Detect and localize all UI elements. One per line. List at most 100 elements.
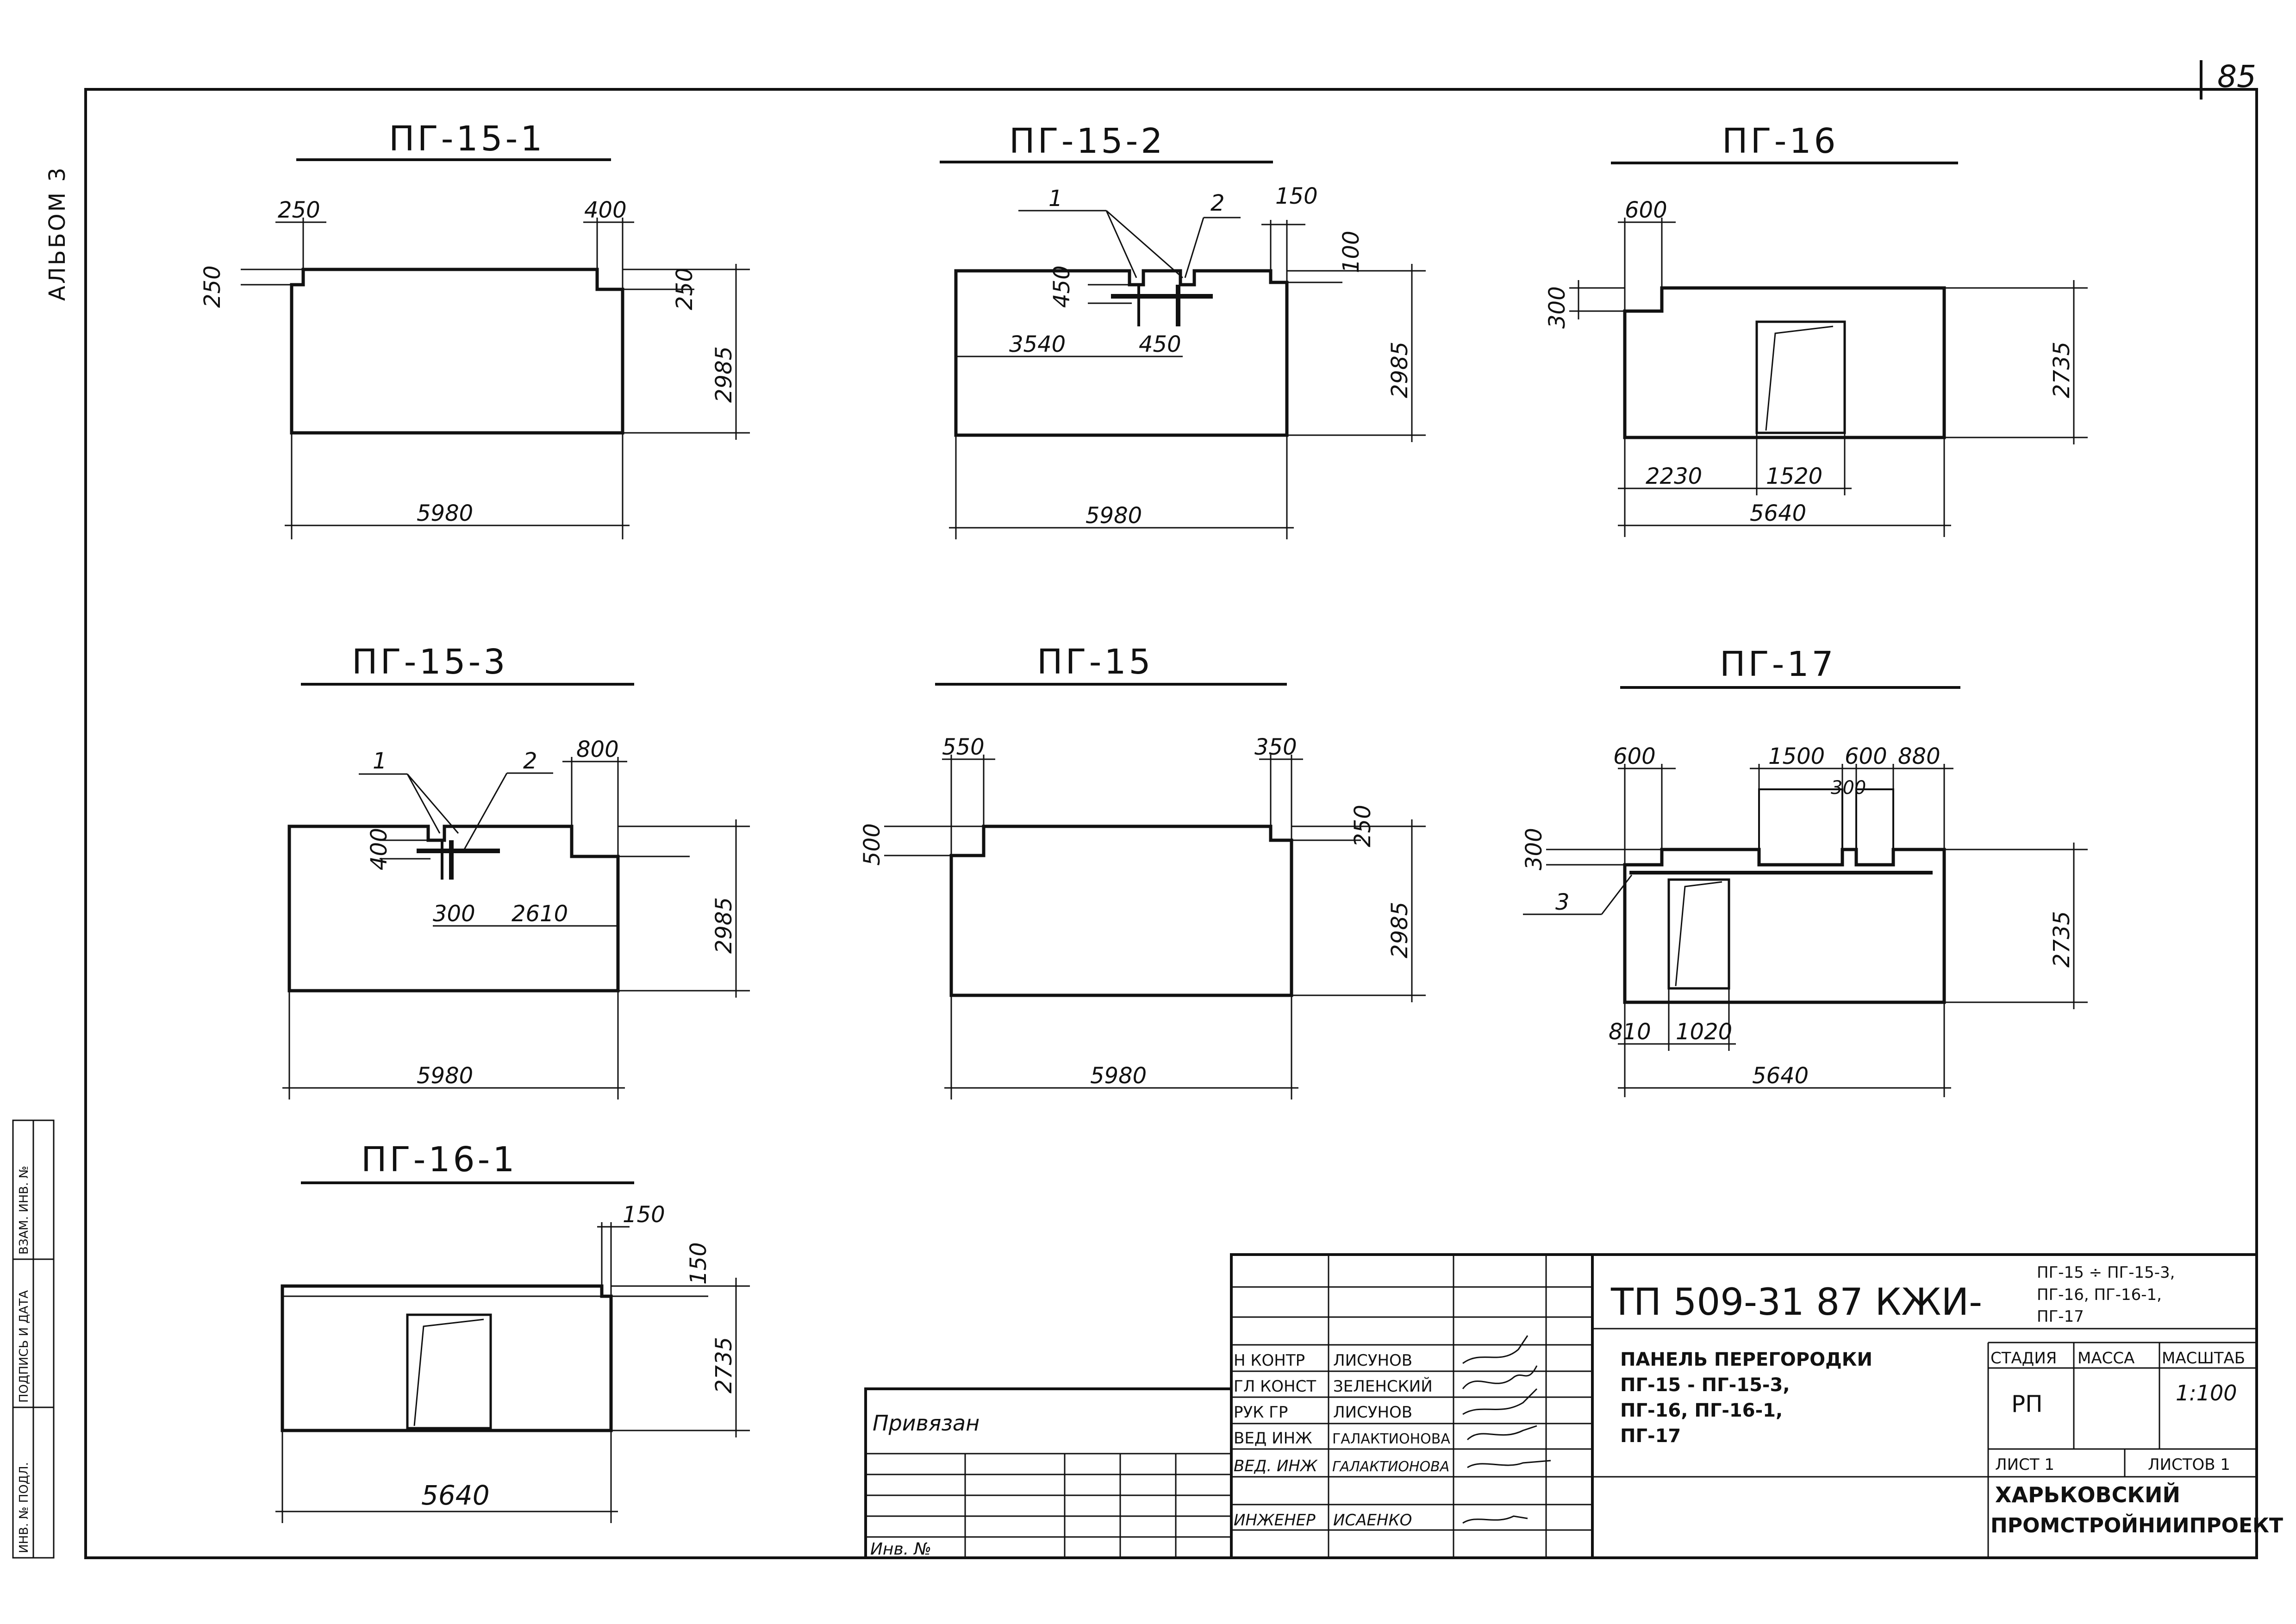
role-ved-inzh: ВЕД ИНЖ: [1234, 1429, 1312, 1448]
mark-1-pg-15-2: 1: [1048, 186, 1063, 212]
stamp-left-label: Привязан: [873, 1411, 980, 1436]
dim-pg-15-2-width: 5980: [1086, 503, 1142, 529]
dim-pg-16-1-notch-h: 150: [686, 1242, 711, 1285]
album-label: АЛЬБОМ 3: [44, 166, 70, 301]
drawing-pg-16: ПГ-16 600 300 2735 2230 1520 5640: [1544, 121, 2088, 537]
col-mass: МАССА: [2078, 1349, 2134, 1368]
dim-pg-16-open-w: 1520: [1766, 463, 1822, 489]
dim-pg-17-gap-2: 600: [1845, 743, 1887, 769]
dim-pg-16-notch-w: 600: [1625, 197, 1667, 223]
dim-pg-17-width: 5640: [1752, 1063, 1809, 1089]
dim-pg-17-open-w: 1020: [1676, 1019, 1732, 1045]
scale-value: 1:100: [2176, 1380, 2237, 1405]
dim-pg-15-1-notch-right-h: 250: [672, 268, 698, 310]
sheets-label: ЛИСТОВ 1: [2148, 1455, 2230, 1474]
drawing-pg-15: ПГ-15 550 500 350 250 2985 5980: [859, 642, 1426, 1099]
role-inzhener: ИНЖЕНЕР: [1234, 1511, 1316, 1530]
dim-pg-17-notch-left-w: 600: [1613, 743, 1656, 769]
dim-pg-15-3-notch-right-w: 800: [576, 737, 619, 762]
dim-pg-16-1-notch-w: 150: [623, 1202, 665, 1228]
desc-line-1: ПАНЕЛЬ ПЕРЕГОРОДКИ: [1620, 1349, 1872, 1370]
mark-2-pg-15-3: 2: [523, 748, 537, 774]
signature-5: [1467, 1460, 1551, 1468]
signature-1: [1462, 1335, 1529, 1364]
name-2: ЗЕЛЕНСКИЙ: [1333, 1377, 1433, 1396]
dim-pg-15-2-notch-right-h: 100: [1338, 231, 1364, 273]
dim-pg-15-3-slot-x: 2610: [512, 901, 568, 927]
dim-pg-15-2-notch-right-w: 150: [1275, 183, 1318, 209]
org-name-2: ПРОМСТРОЙНИИПРОЕКТ: [1990, 1513, 2283, 1537]
dim-pg-15-1-notch-right-w: 400: [584, 197, 627, 223]
sheet-marks-1: ПГ-15 ÷ ПГ-15-3,: [2037, 1263, 2175, 1282]
page-number: 85: [2217, 59, 2256, 94]
dim-pg-15-notch-left-h: 500: [859, 823, 885, 866]
sheet-marks-3: ПГ-17: [2037, 1307, 2084, 1326]
org-name-1: ХАРЬКОВСКИЙ: [1995, 1482, 2180, 1507]
dim-pg-15-3-slot-w: 300: [433, 901, 475, 927]
signature-3: [1462, 1388, 1538, 1415]
signature-6: [1462, 1515, 1528, 1524]
desc-line-2: ПГ-15 - ПГ-15-3,: [1620, 1374, 1790, 1396]
dim-pg-15-1-height: 2985: [711, 346, 737, 403]
dim-pg-15-width: 5980: [1090, 1063, 1147, 1089]
dim-pg-17-gap-3: 880: [1898, 743, 1940, 769]
side-strip: ВЗАМ. ИНВ. № ПОДПИСЬ И ДАТА ИНВ. № ПОДЛ.: [12, 1119, 55, 1559]
dim-pg-16-height: 2735: [2049, 342, 2075, 398]
dim-pg-15-3-width: 5980: [417, 1063, 473, 1089]
side-inv-orig: ИНВ. № ПОДЛ.: [17, 1462, 31, 1553]
side-sign-date: ПОДПИСЬ И ДАТА: [17, 1290, 31, 1403]
mark-1-pg-15-3: 1: [373, 748, 387, 774]
drawing-frame: [84, 88, 2258, 1559]
dim-pg-17-open-x: 810: [1609, 1019, 1651, 1045]
drawing-pg-15-3: ПГ-15-3 1 2 800 400 300 2610 2985 5980: [282, 642, 750, 1099]
dim-pg-16-1-height: 2735: [711, 1337, 737, 1393]
drawing-pg-16-1: ПГ-16-1 150 150 2735 5640: [275, 1140, 750, 1523]
dim-pg-15-1-notch-left-h: 250: [200, 265, 225, 308]
dim-pg-16-open-x: 2230: [1646, 463, 1702, 489]
stage-value: РП: [2011, 1391, 2043, 1418]
dim-pg-17-notch-h: 300: [1521, 828, 1547, 870]
desc-line-3: ПГ-16, ПГ-16-1,: [1620, 1400, 1783, 1421]
dim-pg-15-3-slot-h: 400: [366, 828, 392, 870]
drawing-pg-15-2: ПГ-15-2 1 2 150 100 450 3540 450 2985 59…: [940, 121, 1426, 539]
dim-pg-17-gap-1: 1500: [1768, 743, 1825, 769]
drawing-pg-15-1: ПГ-15-1 250 250 400 250 2985 5980: [200, 119, 750, 539]
name-5: ГАЛАКТИОНОВА: [1332, 1459, 1449, 1475]
mark-3-pg-17: 3: [1555, 889, 1570, 915]
dim-pg-17-small: 300: [1831, 777, 1866, 799]
dim-pg-17-height: 2735: [2049, 911, 2075, 968]
desc-line-4: ПГ-17: [1620, 1425, 1681, 1447]
name-4: ГАЛАКТИОНОВА: [1332, 1431, 1450, 1447]
mark-2-pg-15-2: 2: [1210, 190, 1225, 216]
col-scale: МАСШТАБ: [2162, 1349, 2245, 1368]
dim-pg-15-notch-right-w: 350: [1254, 734, 1297, 760]
signature-4: [1466, 1425, 1537, 1441]
dim-pg-16-width: 5640: [1750, 500, 1806, 526]
stamp-inv-label: Инв. №: [870, 1540, 931, 1559]
dim-pg-15-3-height: 2985: [711, 897, 737, 954]
project-code: ТП 509-31 87 КЖИ-: [1610, 1280, 1982, 1324]
role-gl-konst: ГЛ КОНСТ: [1234, 1377, 1316, 1396]
dim-pg-15-1-width: 5980: [417, 500, 473, 526]
dim-pg-15-1-notch-left-w: 250: [278, 197, 320, 223]
title-pg-16: ПГ-16: [1722, 121, 1839, 161]
title-pg-15: ПГ-15: [1037, 642, 1154, 682]
role-n-kontr: Н КОНТР: [1234, 1351, 1305, 1370]
title-pg-16-1: ПГ-16-1: [361, 1140, 517, 1180]
role-ved-inzh-2: ВЕД. ИНЖ: [1234, 1457, 1318, 1475]
name-1: ЛИСУНОВ: [1333, 1351, 1412, 1370]
sheet-label: ЛИСТ 1: [1995, 1455, 2054, 1474]
dim-pg-16-1-width: 5640: [421, 1480, 490, 1511]
dim-pg-15-2-slot-h: 450: [1049, 265, 1075, 308]
title-block: Привязан Инв. № Н КОНТР ГЛ КОНСТ РУК ГР …: [864, 1253, 2283, 1559]
title-pg-15-1: ПГ-15-1: [389, 119, 545, 159]
signature-2: [1462, 1365, 1538, 1389]
name-6: ИСАЕНКО: [1333, 1511, 1412, 1530]
dim-pg-15-height: 2985: [1387, 902, 1413, 958]
dim-pg-15-notch-left-w: 550: [942, 734, 985, 760]
col-stage: СТАДИЯ: [1990, 1349, 2057, 1368]
title-pg-17: ПГ-17: [1720, 644, 1836, 684]
sheet-marks-2: ПГ-16, ПГ-16-1,: [2037, 1286, 2162, 1304]
title-pg-15-2: ПГ-15-2: [1009, 121, 1165, 161]
